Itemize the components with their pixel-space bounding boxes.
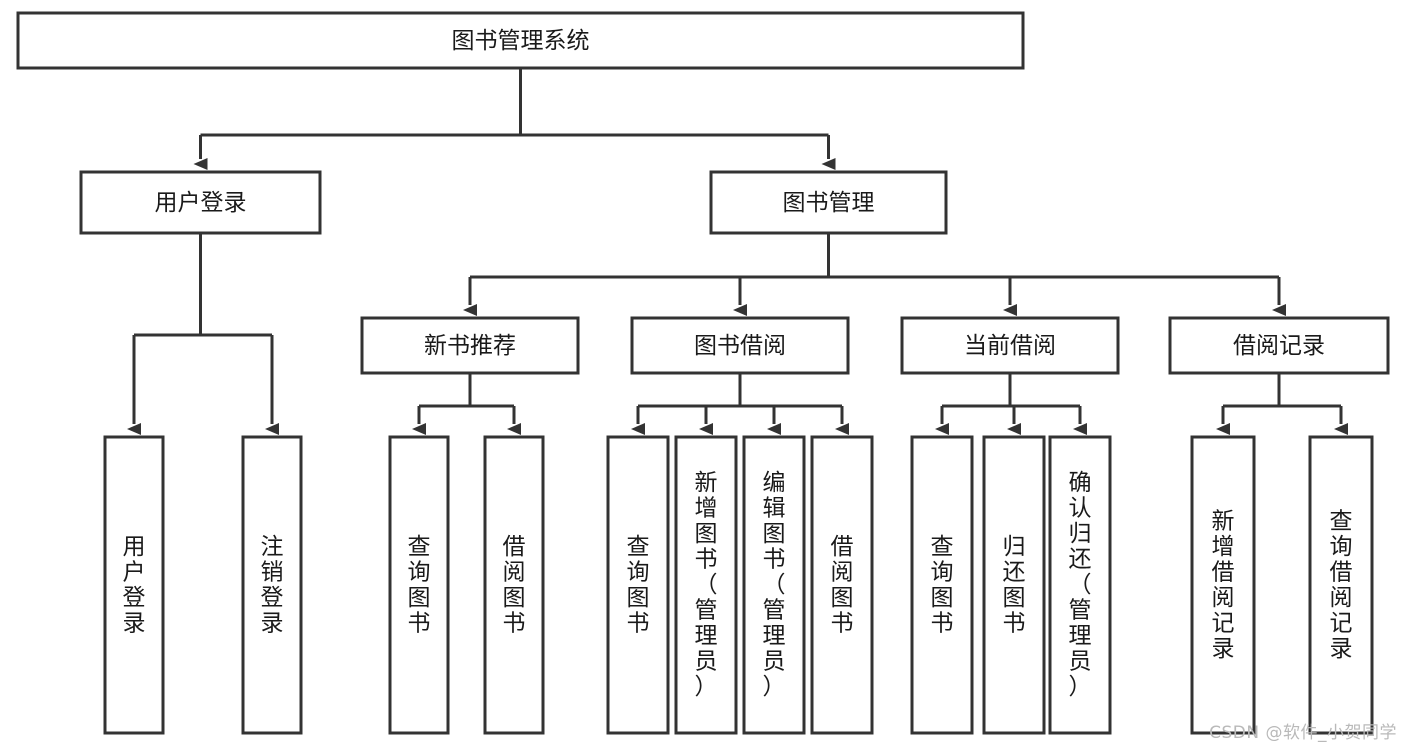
node-box[interactable] (606, 435, 670, 735)
node-label: 查询借阅记录 (1330, 508, 1353, 662)
node-box[interactable] (16, 11, 1025, 70)
node-leaf-query-book-rec[interactable]: 查询图书 (388, 435, 450, 735)
node-box[interactable] (709, 170, 948, 235)
node-box[interactable] (674, 435, 738, 735)
node-box[interactable] (103, 435, 165, 735)
node-label: 归还图书 (1003, 534, 1026, 637)
edge-group-current-borrow (935, 373, 1087, 435)
node-label: 查询图书 (627, 534, 650, 637)
node-label: 注销登录 (261, 534, 284, 637)
node-box[interactable] (742, 435, 806, 735)
node-label: 查询图书 (931, 534, 954, 637)
node-book-borrow[interactable]: 图书借阅 (630, 316, 850, 375)
edge-group-book-manage (463, 233, 1286, 316)
node-label: 确认归还（管理员） (1069, 470, 1092, 700)
node-leaf-query-record[interactable]: 查询借阅记录 (1308, 435, 1374, 735)
node-root[interactable]: 图书管理系统 (16, 11, 1025, 70)
node-label: 借阅记录 (1233, 333, 1325, 359)
node-leaf-user-login[interactable]: 用户登录 (103, 435, 165, 735)
node-label: 新增图书（管理员） (695, 470, 718, 700)
edge-group-book-borrow (631, 373, 849, 435)
connector-edges (127, 68, 1348, 435)
node-label: 编辑图书（管理员） (763, 470, 786, 700)
node-user-login[interactable]: 用户登录 (79, 170, 322, 235)
node-new-book-rec[interactable]: 新书推荐 (360, 316, 580, 375)
node-box[interactable] (483, 435, 545, 735)
node-current-borrow[interactable]: 当前借阅 (900, 316, 1120, 375)
node-label: 用户登录 (123, 534, 146, 637)
node-box[interactable] (388, 435, 450, 735)
node-box[interactable] (1168, 316, 1390, 375)
node-box[interactable] (630, 316, 850, 375)
node-leaf-add-book[interactable]: 新增图书（管理员） (674, 435, 738, 735)
node-leaf-edit-book[interactable]: 编辑图书（管理员） (742, 435, 806, 735)
node-box[interactable] (910, 435, 974, 735)
node-box[interactable] (79, 170, 322, 235)
diagram-nodes: 图书管理系统用户登录图书管理新书推荐图书借阅当前借阅借阅记录用户登录注销登录查询… (16, 11, 1390, 735)
edge-group-borrow-record (1216, 373, 1348, 435)
node-leaf-query-book-cur[interactable]: 查询图书 (910, 435, 974, 735)
node-leaf-borrow-book[interactable]: 借阅图书 (810, 435, 874, 735)
node-box[interactable] (1048, 435, 1112, 735)
node-leaf-return-book[interactable]: 归还图书 (982, 435, 1046, 735)
node-box[interactable] (900, 316, 1120, 375)
csdn-watermark: CSDN @软件_小贺同学 (1209, 723, 1397, 743)
node-leaf-query-book-borrow[interactable]: 查询图书 (606, 435, 670, 735)
node-label: 图书借阅 (694, 333, 786, 359)
node-leaf-borrow-book-rec[interactable]: 借阅图书 (483, 435, 545, 735)
node-label: 图书管理 (783, 190, 875, 216)
node-box[interactable] (1190, 435, 1256, 735)
node-label: 新书推荐 (424, 333, 516, 359)
node-label: 新增借阅记录 (1212, 508, 1235, 662)
node-label: 当前借阅 (964, 333, 1056, 359)
node-book-manage[interactable]: 图书管理 (709, 170, 948, 235)
edge-group-new-book-rec (412, 373, 521, 435)
node-box[interactable] (241, 435, 303, 735)
node-leaf-logout[interactable]: 注销登录 (241, 435, 303, 735)
edge-group-user-login (127, 233, 279, 435)
node-leaf-add-record[interactable]: 新增借阅记录 (1190, 435, 1256, 735)
edge-group-root (193, 68, 836, 170)
node-label: 借阅图书 (503, 534, 526, 637)
node-label: 借阅图书 (831, 534, 854, 637)
node-label: 用户登录 (155, 190, 247, 216)
node-label: 图书管理系统 (452, 28, 590, 54)
node-leaf-confirm-return[interactable]: 确认归还（管理员） (1048, 435, 1112, 735)
node-box[interactable] (360, 316, 580, 375)
node-box[interactable] (810, 435, 874, 735)
node-box[interactable] (982, 435, 1046, 735)
node-borrow-record[interactable]: 借阅记录 (1168, 316, 1390, 375)
node-label: 查询图书 (408, 534, 431, 637)
node-box[interactable] (1308, 435, 1374, 735)
